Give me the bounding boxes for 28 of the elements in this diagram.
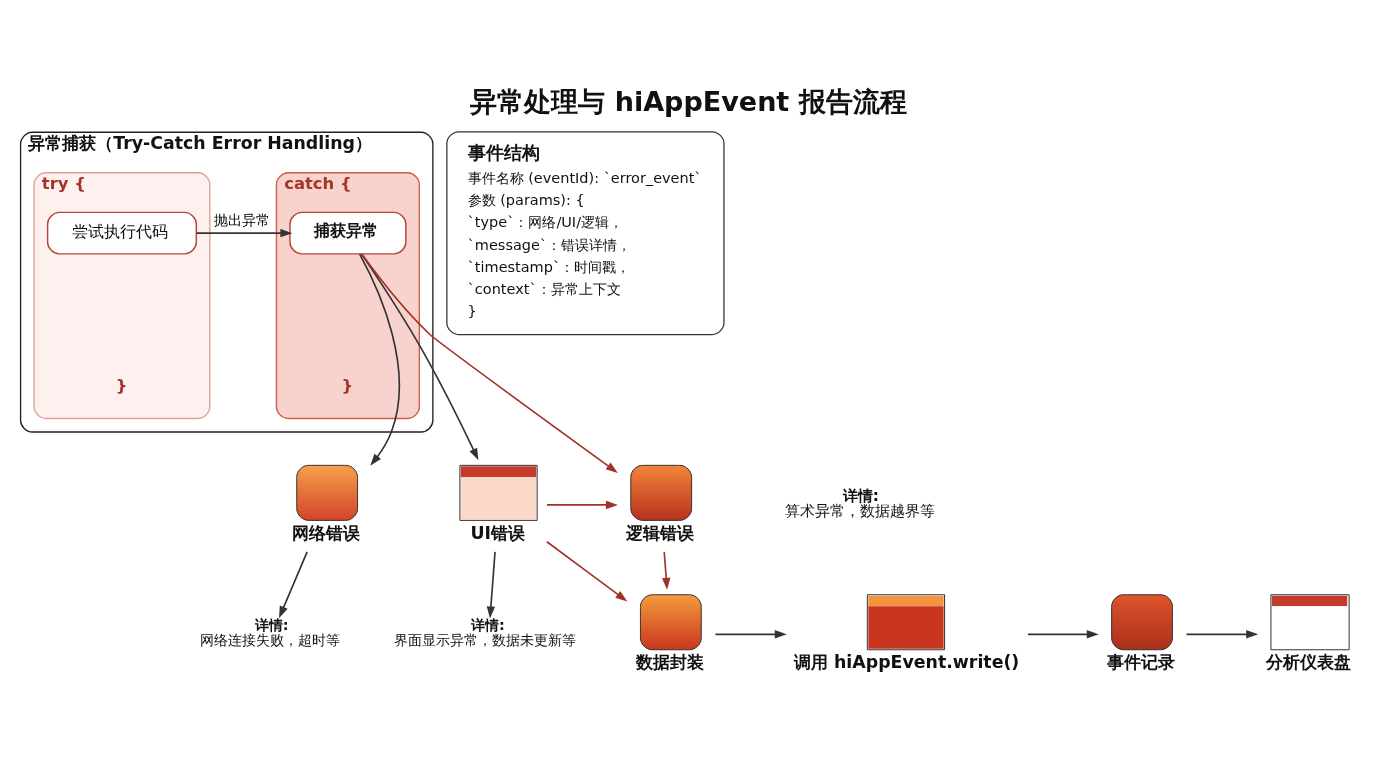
node-text: 详情: 界面显示异常，数据未更新等 <box>394 617 577 648</box>
arrow <box>1027 630 1099 639</box>
arrow <box>1185 630 1259 639</box>
node-label: UI错误 <box>470 523 526 544</box>
node-text: 详情: 网络连接失败，超时等 <box>199 617 340 648</box>
node-label: 调用 hiAppEvent.write() <box>793 652 1020 673</box>
arrow <box>358 253 401 466</box>
edge-label: 抛出异常 <box>213 212 270 229</box>
node-label: 事件记录 <box>1106 652 1175 673</box>
arrow <box>662 551 671 590</box>
arrow <box>195 228 293 238</box>
arrow <box>714 630 787 639</box>
arrow <box>546 500 618 510</box>
arrow <box>361 253 618 473</box>
arrow <box>546 540 628 602</box>
node-box: 尝试执行代码 <box>46 211 198 255</box>
diagram-title: 异常处理与 hiAppEvent 报告流程 <box>470 86 907 118</box>
arrow <box>360 253 479 461</box>
node-label: 算术异常，数据越界等 <box>785 502 936 521</box>
node-label: 逻辑错误 <box>625 523 694 544</box>
node-box: 事件结构 事件名称 (eventId): `error_event` 参数 (params): { `type`：网络/UI/逻辑， `message`：错误详情， `timestamp`：时间戳， `context`：异常上下文 } <box>446 131 725 336</box>
node-label: 分析仪表盘 <box>1266 652 1352 673</box>
arrow <box>279 551 308 619</box>
node-label: 数据封装 <box>635 652 704 673</box>
node-box: 捕获异常 <box>289 211 407 255</box>
node-label: 详情: <box>842 486 879 505</box>
arrow <box>486 551 496 619</box>
node-label: 网络错误 <box>291 523 360 544</box>
